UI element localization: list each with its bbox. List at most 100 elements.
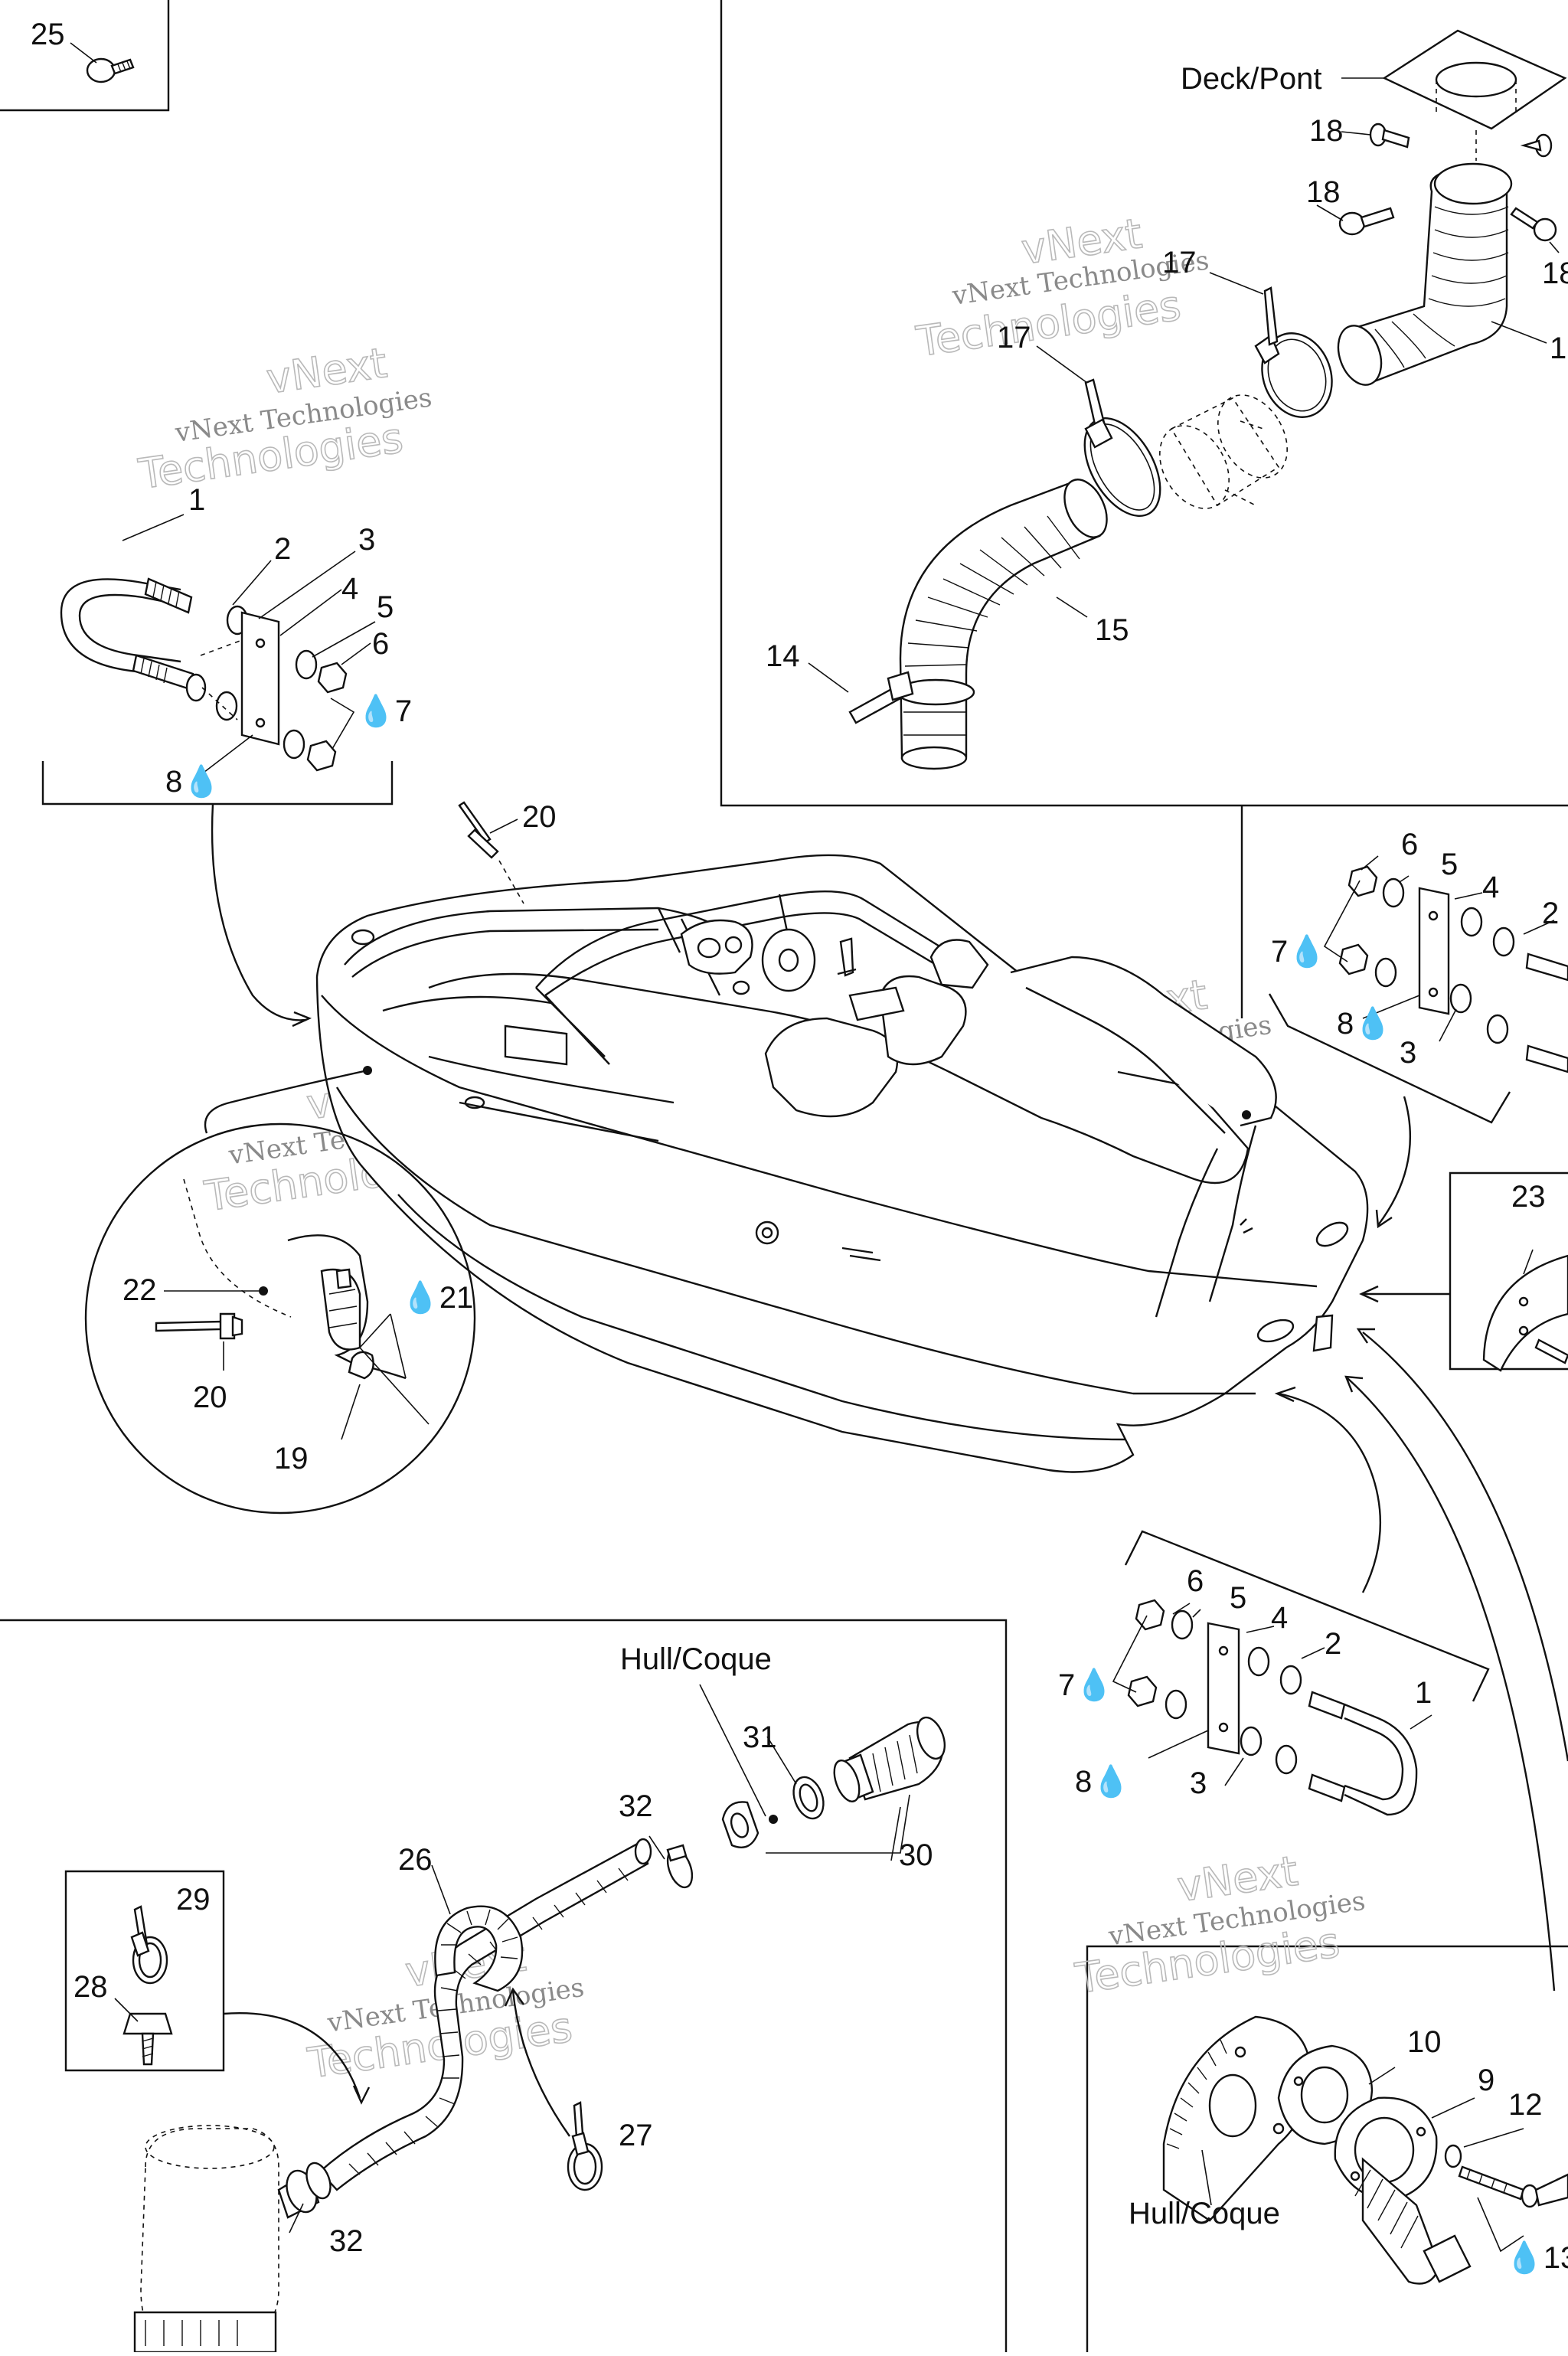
frame-top-left	[0, 0, 170, 112]
callout-23: 23	[1511, 1180, 1546, 1214]
bracket-upper-left	[41, 761, 394, 805]
callout-29: 29	[176, 1883, 211, 1916]
drop-icon: 💧	[401, 1279, 439, 1315]
screw-18	[1510, 207, 1560, 253]
drop-icon: 💧	[1505, 2240, 1544, 2275]
callout-3: 3	[358, 523, 375, 557]
callout-21-drop: 💧21	[401, 1279, 473, 1315]
arrow-to-stern	[1377, 1096, 1412, 1226]
clamp-27	[567, 2101, 603, 2191]
label-hull-coque: Hull/Coque	[1129, 2197, 1280, 2230]
fastener-inset	[114, 1905, 173, 2066]
callout-7-drop: 7💧	[1058, 1667, 1113, 1702]
drop-icon: 💧	[1354, 1005, 1392, 1041]
callout-6: 6	[1401, 828, 1418, 861]
callout-4: 4	[1271, 1601, 1288, 1635]
callout-10: 10	[1407, 2025, 1442, 2059]
bilge-pump	[133, 2125, 332, 2354]
callout-5: 5	[1230, 1581, 1246, 1615]
clamp-17	[1209, 272, 1333, 418]
callout-5: 5	[1441, 848, 1458, 881]
rivet-20	[458, 801, 524, 904]
steering-wheel	[761, 928, 816, 992]
frame-bottom-left	[0, 1619, 1008, 2352]
callout-26: 26	[398, 1843, 433, 1877]
callout-14: 14	[766, 639, 800, 673]
blower-outline	[1159, 394, 1288, 509]
connector-lines	[204, 803, 1568, 1992]
clamp-14	[808, 662, 975, 724]
callout-1: 1	[1415, 1676, 1432, 1710]
bow-eye-assembly-lower	[1112, 1530, 1490, 1816]
callout-3: 3	[1190, 1766, 1207, 1800]
callout-15: 15	[1095, 613, 1129, 647]
callout-18: 18	[1542, 257, 1568, 290]
callout-20: 20	[193, 1381, 227, 1414]
vent-hose-15	[899, 481, 1101, 760]
frame-part-23-inset	[1449, 1171, 1568, 1371]
callout-31: 31	[743, 1720, 777, 1754]
seat	[879, 975, 967, 1066]
drop-icon: 💧	[182, 763, 220, 799]
callout-19: 19	[274, 1442, 309, 1475]
label-deck-pont: Deck/Pont	[1181, 62, 1322, 96]
frame-fastener-inset	[64, 1870, 225, 2072]
callout-labels: 25 Deck/Pont 18 18 18 16 17 17 15 14 1 2…	[31, 18, 1568, 2275]
callout-22: 22	[122, 1273, 157, 1307]
callout-8-drop: 8💧	[1337, 1005, 1392, 1041]
callout-1: 1	[188, 483, 205, 517]
callout-13-drop: 💧13	[1505, 2240, 1568, 2275]
callout-12: 12	[1508, 2088, 1543, 2122]
callout-4: 4	[1482, 871, 1499, 904]
part-25-screw	[70, 42, 135, 83]
callout-7-drop: 7💧	[1271, 933, 1326, 969]
callout-4: 4	[341, 572, 358, 606]
callout-8-drop: 8💧	[1075, 1763, 1130, 1799]
bilge-pump-assembly	[114, 1684, 946, 2354]
arrow-lower-assembly	[1278, 1392, 1382, 1593]
screw-18	[1341, 123, 1410, 149]
callout-3: 3	[1400, 1036, 1416, 1070]
callout-27: 27	[619, 2119, 653, 2152]
arrow-clamp-27	[511, 1990, 570, 2137]
arrow-to-bow	[211, 803, 307, 1021]
callout-32: 32	[619, 1789, 653, 1823]
frame-bottom-right	[1086, 1945, 1568, 2352]
vent-assembly	[808, 29, 1567, 770]
part-23-inset-art	[1482, 1249, 1568, 1372]
callout-32: 32	[329, 2224, 364, 2258]
label-hull-coque: Hull/Coque	[620, 1642, 772, 1676]
arrow-fastener-to-hose	[223, 2012, 361, 2099]
drop-icon: 💧	[1288, 933, 1326, 969]
boat-illustration	[315, 854, 1369, 1473]
drop-icon: 💧	[1075, 1667, 1113, 1702]
arrow-drain	[1362, 1332, 1568, 1762]
drain-plug-assembly	[1162, 2015, 1568, 2285]
callout-20: 20	[522, 800, 557, 834]
drop-icon: 💧	[357, 693, 395, 728]
drop-icon: 💧	[1092, 1763, 1130, 1799]
callout-6: 6	[1187, 1564, 1204, 1598]
callout-2: 2	[1542, 897, 1559, 930]
callout-7-drop: 💧7	[357, 693, 412, 728]
callout-25: 25	[31, 18, 65, 51]
frame-top-right	[720, 0, 1568, 807]
callout-9: 9	[1478, 2064, 1494, 2097]
screw-18	[1316, 204, 1395, 236]
callout-17: 17	[997, 321, 1031, 355]
callout-2: 2	[274, 532, 291, 566]
engine-cover	[1010, 956, 1277, 1127]
screw-18	[1520, 133, 1553, 158]
callout-5: 5	[377, 590, 394, 624]
callout-2: 2	[1325, 1627, 1341, 1661]
callout-16: 16	[1550, 332, 1568, 365]
callout-17: 17	[1162, 246, 1197, 279]
clamp-17	[1036, 345, 1161, 518]
detail-circle	[84, 1122, 476, 1515]
callout-28: 28	[74, 1970, 108, 2004]
callout-18: 18	[1309, 114, 1344, 148]
detail-magnifier	[84, 1122, 476, 1515]
